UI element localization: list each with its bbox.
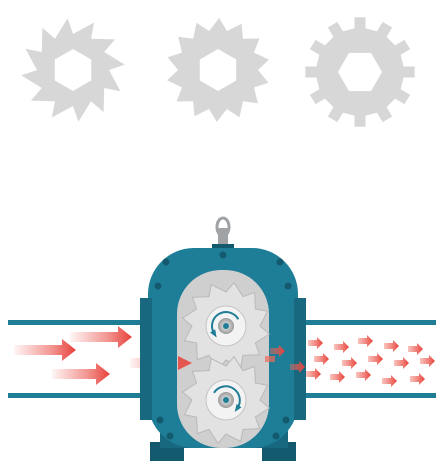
rotation-arrowhead	[234, 404, 242, 412]
inlet-arrow	[14, 339, 76, 361]
counter-clockwise-arrow-icon	[211, 311, 240, 334]
outlet-arrow	[308, 337, 323, 349]
housing-bolts	[154, 251, 292, 440]
outlet-arrow	[306, 368, 321, 380]
inlet-arrow	[70, 326, 132, 348]
outlet-arrow	[420, 355, 435, 367]
bolt	[276, 258, 284, 266]
outlet-arrow	[356, 369, 371, 381]
hex-hub-hole	[54, 49, 92, 91]
outlet-arrow	[290, 361, 305, 373]
flange-right	[294, 298, 306, 420]
grinder-housing	[140, 216, 306, 461]
outlet-arrow	[330, 371, 345, 383]
outlet-arrow	[368, 353, 383, 365]
bolt	[156, 416, 164, 424]
outlet-arrow	[408, 343, 423, 355]
outlet-arrow	[384, 340, 399, 352]
chamber-inlet-arrow	[178, 356, 192, 370]
bolt	[284, 282, 292, 290]
hooked-saw-tooth-cutter	[21, 18, 125, 122]
cutter-gallery	[21, 17, 415, 127]
bolt	[219, 251, 227, 259]
outlet-arrow	[334, 341, 349, 353]
bolt	[282, 416, 290, 424]
bolt	[272, 432, 280, 440]
flange-left	[140, 298, 152, 420]
hex-hub-hole	[338, 52, 382, 92]
outlet-flow-arrows	[270, 335, 435, 387]
lifting-eye	[212, 216, 234, 252]
rotor-shaft-center	[223, 397, 229, 403]
outlet-arrow	[394, 357, 409, 369]
rotor-bottom	[181, 355, 271, 445]
clockwise-arrow-icon	[213, 385, 241, 409]
inlet-arrow	[52, 363, 110, 385]
rotation-arrowhead	[210, 329, 217, 338]
outlet-arrow	[342, 357, 357, 369]
rotor-top	[181, 281, 271, 371]
outlet-arrow	[314, 353, 329, 365]
outlet-arrow	[410, 373, 425, 385]
chamber-outlet-mark	[265, 356, 275, 362]
bolt	[166, 432, 174, 440]
outlet-arrow	[358, 335, 373, 347]
outlet-arrow	[382, 375, 397, 387]
bolt	[154, 282, 162, 290]
outlet-arrow	[270, 345, 285, 357]
rotor-shaft-center	[223, 323, 229, 329]
bolt	[162, 258, 170, 266]
hex-hub-hole	[199, 49, 237, 91]
fine-saw-tooth-cutter	[167, 18, 269, 122]
square-tooth-cutter	[305, 17, 415, 127]
